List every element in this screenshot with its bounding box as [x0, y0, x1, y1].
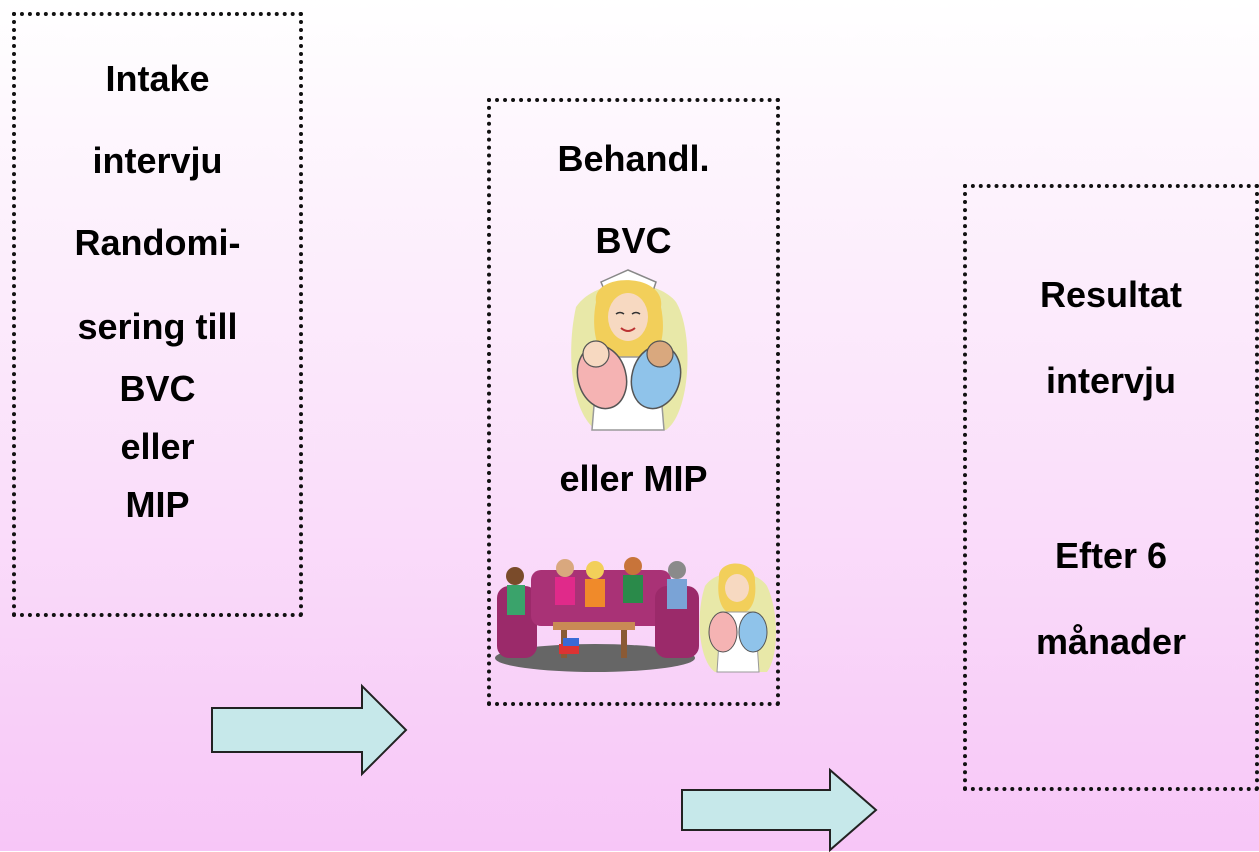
intake-line-5: BVC: [119, 368, 196, 409]
intake-line-7: MIP: [125, 484, 190, 525]
resultat-line-2: intervju: [1045, 360, 1177, 401]
behandl-box: Behandl. BVC eller MIP: [487, 98, 780, 706]
intake-line-4: sering till: [77, 306, 238, 347]
resultat-line-4: månader: [1035, 621, 1187, 662]
resultat-line-1: Resultat: [1039, 274, 1183, 315]
intake-line-6: eller: [120, 426, 195, 467]
arrow-right-icon: [211, 683, 408, 777]
behandl-line-2: BVC: [595, 220, 672, 261]
resultat-box: Resultat intervju Efter 6 månader: [963, 184, 1259, 791]
arrow-right-icon: [681, 767, 878, 852]
behandl-line-3: eller MIP: [559, 458, 708, 499]
parent-group-icon: [495, 557, 776, 673]
resultat-line-3: Efter 6: [1054, 535, 1168, 576]
intake-line-1: Intake: [105, 58, 210, 99]
intake-line-2: intervju: [92, 140, 223, 181]
nurse-with-babies-icon: [571, 269, 688, 431]
intake-line-3: Randomi-: [74, 222, 241, 263]
intake-box: Intake intervju Randomi- sering till BVC…: [12, 12, 303, 617]
behandl-line-1: Behandl.: [557, 138, 710, 179]
